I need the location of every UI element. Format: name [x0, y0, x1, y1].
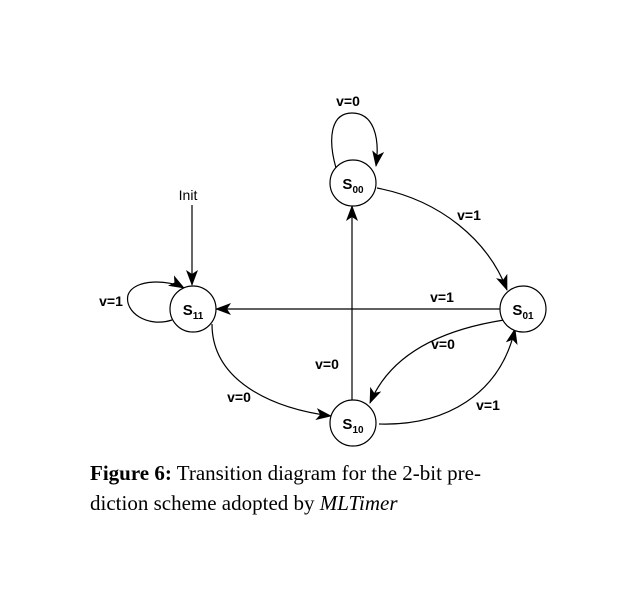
label-s00-self: v=0 — [336, 93, 360, 109]
label-s10-to-s01: v=1 — [476, 397, 500, 413]
label-s10-to-s00: v=0 — [315, 356, 339, 372]
label-s00-to-s01: v=1 — [457, 207, 481, 223]
caption-italic-term: MLTimer — [319, 491, 398, 515]
label-s11-self: v=1 — [99, 293, 123, 309]
label-s11-to-s10: v=0 — [227, 389, 251, 405]
svg-text:S11: S11 — [183, 302, 204, 322]
edge-s01-to-s10 — [369, 319, 505, 404]
state-s10: S10 — [329, 399, 377, 447]
svg-text:S10: S10 — [342, 416, 364, 436]
label-s01-to-s10: v=0 — [431, 336, 455, 352]
edge-s11-self — [127, 275, 185, 323]
edge-s11-to-s10 — [211, 323, 332, 420]
svg-text:S00: S00 — [342, 176, 364, 196]
state-s01: S01 — [499, 285, 547, 333]
caption-text-line2: diction scheme adopted by — [90, 491, 320, 515]
init-label: Init — [179, 187, 198, 203]
state-s00: S00 — [329, 159, 377, 207]
figure-caption: Figure 6: Transition diagram for the 2-b… — [90, 458, 560, 518]
svg-text:S01: S01 — [512, 302, 534, 322]
edge-s00-to-s01 — [376, 187, 508, 291]
caption-text-line1: Transition diagram for the 2-bit pre- — [176, 461, 481, 485]
caption-label: Figure 6: — [90, 461, 172, 485]
edge-s10-to-s01 — [378, 328, 518, 425]
label-s01-to-s11: v=1 — [430, 289, 454, 305]
state-s11: S11 — [169, 285, 217, 333]
edge-s00-self — [331, 112, 385, 169]
